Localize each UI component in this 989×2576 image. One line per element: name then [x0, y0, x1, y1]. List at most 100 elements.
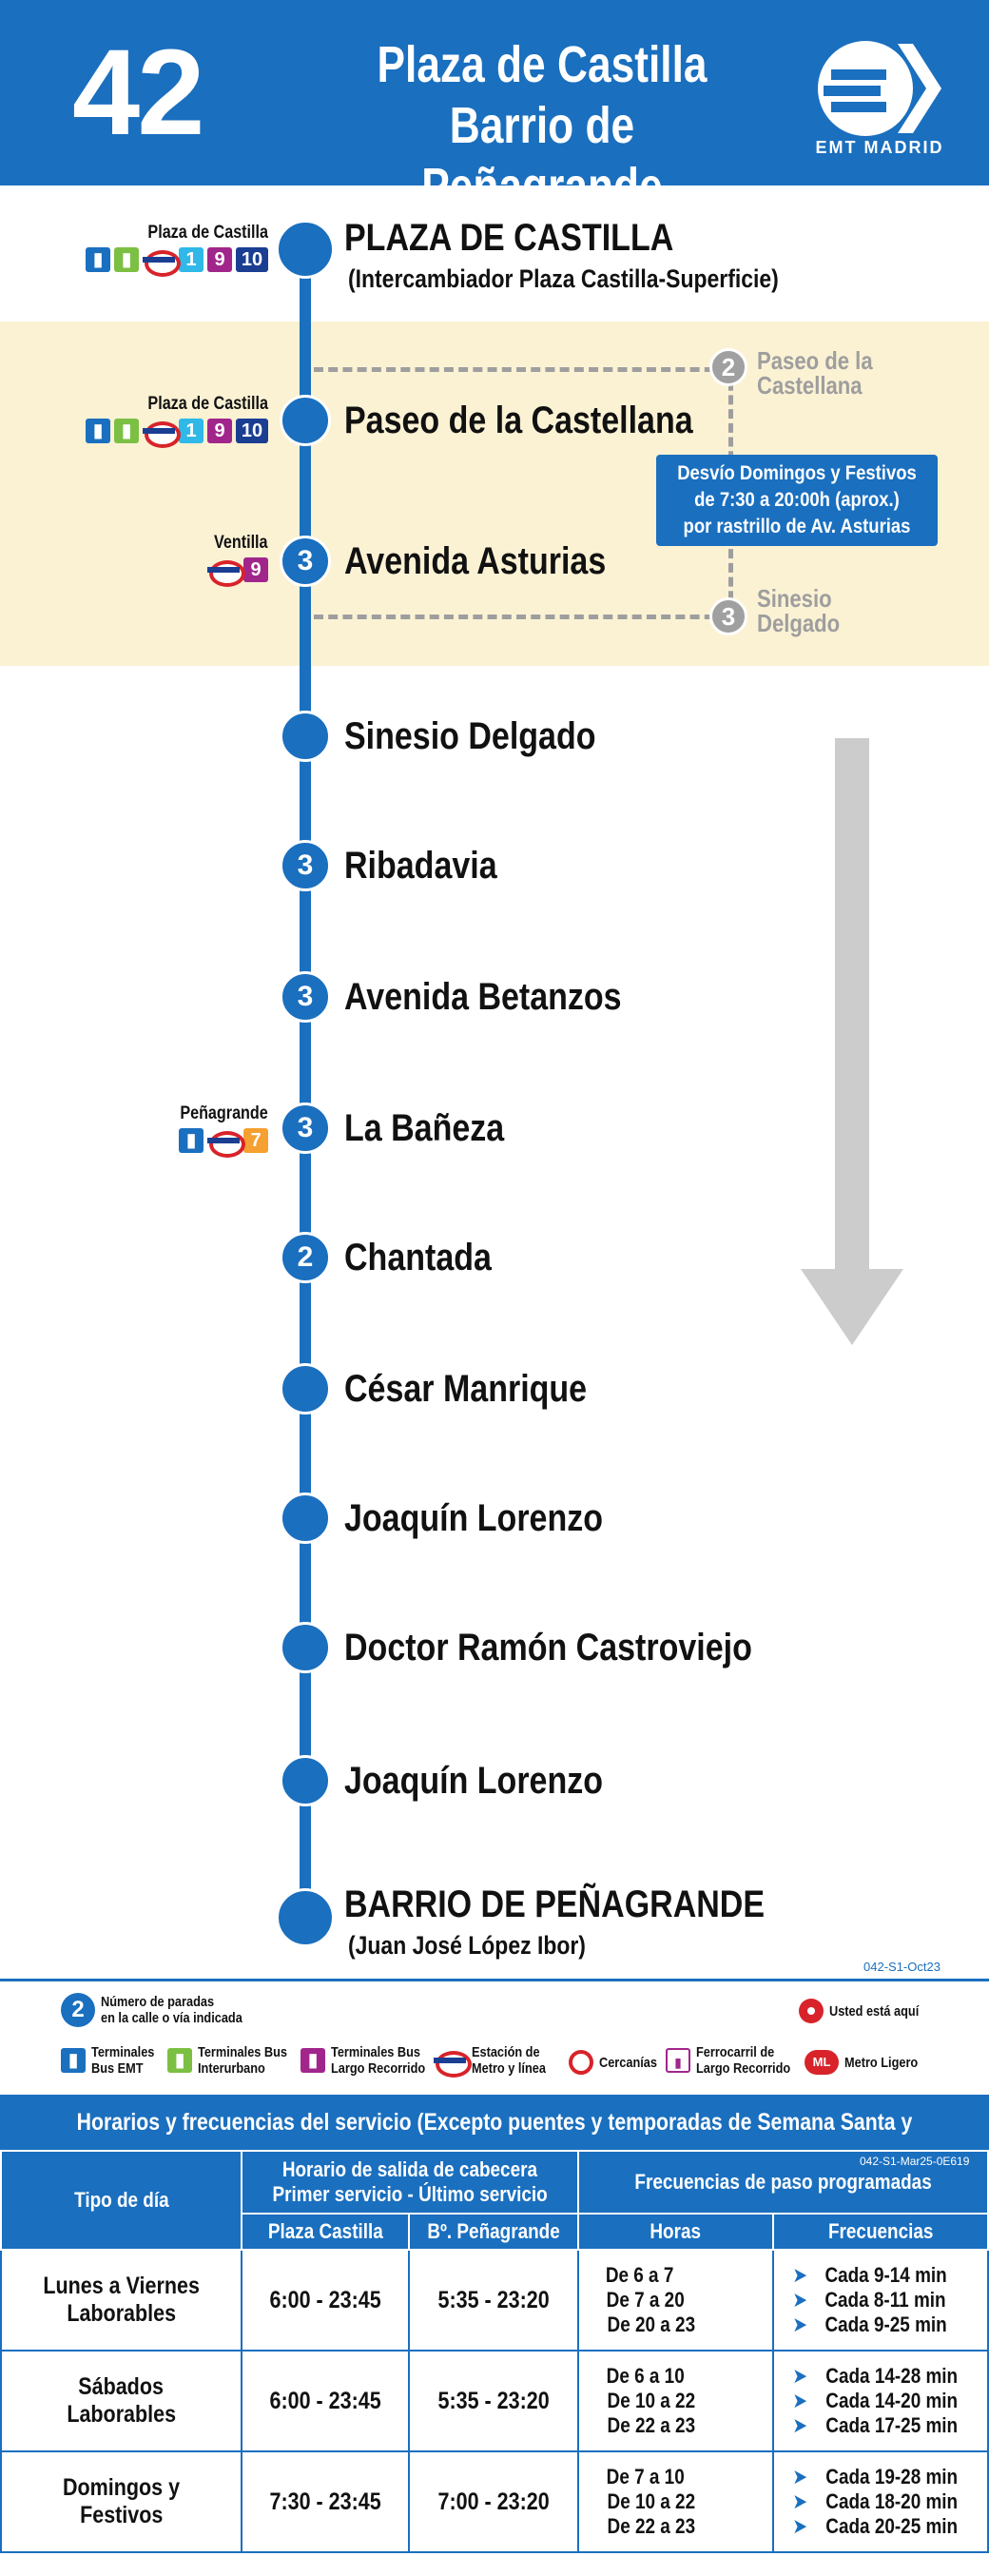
frequencies: ➤ Cada 9-14 min➤ Cada 8-11 min➤ Cada 9-2…: [772, 2249, 989, 2352]
frequencies: ➤ Cada 19-28 min➤ Cada 18-20 min➤ Cada 2…: [772, 2450, 989, 2553]
schedule-title: Horarios y frecuencias del servicio (Exc…: [0, 2095, 989, 2191]
ferrocarril-icon: ▮: [666, 2048, 690, 2073]
stop-marker: 3: [280, 536, 331, 587]
direction-arrow-icon: [835, 738, 869, 1271]
first-last-penagrande: 5:35 - 23:20: [407, 2249, 579, 2352]
time-range: 5:35 - 23:20: [437, 2286, 550, 2313]
stop-marker: [280, 711, 331, 762]
frequency: Cada 18-20 min: [825, 2489, 958, 2513]
table-code: 042-S1-Mar25-0E619: [860, 2155, 970, 2168]
schedule-table: Tipo de día Horario de salida de cabecer…: [0, 2150, 989, 2553]
stop-name: Joaquín Lorenzo: [344, 1497, 603, 1539]
metro-icon: [434, 2048, 472, 2078]
legend-you-are-here: Usted está aquí: [799, 1999, 935, 2023]
header-text: Bº. Peñagrande: [427, 2219, 560, 2243]
stop-name: César Manrique: [344, 1368, 588, 1410]
legend-text-line: en la calle o vía indicada: [101, 2010, 242, 2026]
connections-plaza-castilla: Plaza de Castilla ▮ ▮ 1 9 10: [86, 223, 268, 277]
frequency: Cada 19-28 min: [825, 2465, 958, 2488]
metro-icon: [143, 419, 181, 448]
connection-label: Ventilla: [214, 533, 268, 553]
metro-line-badge: 9: [207, 419, 232, 443]
route-header: 42 Plaza de Castilla Barrio de Peñagrand…: [0, 0, 989, 215]
header-text: Frecuencias de paso programadas: [634, 2170, 932, 2194]
stop-name: Paseo de la Castellana: [344, 400, 693, 441]
metro-line-badge: 9: [207, 247, 232, 272]
detour-note-line: de 7:30 a 20:00h (aprox.): [694, 489, 900, 511]
metro-line-badge: 10: [236, 419, 268, 443]
stop-marker: 2: [280, 1232, 331, 1283]
metro-line-badge: 9: [243, 557, 268, 582]
stop-name: Joaquín Lorenzo: [344, 1760, 603, 1802]
detour-note: Desvío Domingos y Festivos de 7:30 a 20:…: [656, 455, 938, 546]
legend-cercanias: Cercanías: [569, 2050, 668, 2075]
bus-interurbano-icon: ▮: [114, 419, 139, 443]
header-text: Horas: [650, 2219, 702, 2243]
legend-text: Metro Ligero: [844, 2054, 919, 2071]
stop-name: Ribadavia: [344, 845, 497, 887]
frequencies: ➤ Cada 14-28 min➤ Cada 14-20 min➤ Cada 1…: [772, 2350, 989, 2452]
detour-path-bottom: [314, 615, 728, 619]
detour-stop-name: Sinesio Delgado: [757, 586, 840, 635]
hour-range: De 7 a 20: [606, 2288, 685, 2312]
connections-castellana: Plaza de Castilla ▮ ▮ 1 9 10: [86, 394, 268, 448]
bus-emt-icon: ▮: [61, 2048, 86, 2073]
legend-text-line: Número de paradas: [101, 1994, 215, 2010]
stop-name: Sinesio Delgado: [344, 715, 596, 757]
first-last-plaza: 6:00 - 23:45: [241, 2350, 410, 2452]
header-plaza: Plaza Castilla: [241, 2213, 410, 2251]
day-type-line: Festivos: [79, 2502, 164, 2528]
stop-subtitle: (Juan José López Ibor): [348, 1931, 586, 1960]
detour-stop-name-line: Delgado: [757, 609, 841, 637]
header-hours: Horas: [576, 2213, 775, 2251]
stop-name: PLAZA DE CASTILLA: [344, 217, 674, 259]
time-range: 7:00 - 23:20: [437, 2488, 550, 2515]
first-last-penagrande: 5:35 - 23:20: [407, 2350, 579, 2452]
legend-text-line: Largo Recorrido: [696, 2060, 791, 2077]
detour-stop-name: Paseo de la Castellana: [757, 348, 873, 398]
frequency: Cada 14-28 min: [825, 2364, 958, 2388]
connection-label: Plaza de Castilla: [147, 223, 268, 243]
detour-stop-name-line: Castellana: [757, 371, 863, 400]
hour-range: De 10 a 22: [607, 2389, 696, 2412]
emt-logo-icon: [818, 41, 941, 136]
header-day-type: Tipo de día: [0, 2150, 243, 2251]
bus-emt-icon: ▮: [86, 419, 110, 443]
day-type-line: Domingos y: [63, 2474, 181, 2501]
legend-text-line: Terminales Bus: [198, 2044, 288, 2060]
frequency: Cada 14-20 min: [825, 2389, 958, 2412]
header-text: Horario de salida de cabecera: [281, 2157, 538, 2181]
time-range: 6:00 - 23:45: [269, 2286, 381, 2313]
stop-name: La Bañeza: [344, 1107, 505, 1149]
first-last-plaza: 7:30 - 23:45: [241, 2450, 410, 2553]
time-range: 6:00 - 23:45: [269, 2387, 381, 2414]
connections-ventilla: Ventilla 9: [204, 533, 268, 587]
day-type-line: Laborables: [67, 2401, 176, 2428]
metro-line-badge: 7: [243, 1128, 268, 1153]
time-range: 7:30 - 23:45: [269, 2488, 381, 2515]
legend-text: Cercanías: [599, 2054, 657, 2071]
stop-marker: [280, 1493, 331, 1544]
legend-metro-ligero: ML Metro Ligero: [805, 2050, 931, 2075]
stop-marker: [280, 1622, 331, 1673]
frequency: Cada 8-11 min: [824, 2288, 946, 2312]
stop-name: Avenida Betanzos: [344, 976, 622, 1018]
metro-line-badge: 10: [236, 247, 268, 272]
bus-interurbano-icon: ▮: [114, 247, 139, 272]
bus-emt-icon: ▮: [86, 247, 110, 272]
legend-text-line: Terminales: [91, 2044, 155, 2060]
first-last-plaza: 6:00 - 23:45: [241, 2249, 410, 2352]
stop-name: Avenida Asturias: [344, 540, 607, 582]
stop-marker: [280, 395, 331, 446]
